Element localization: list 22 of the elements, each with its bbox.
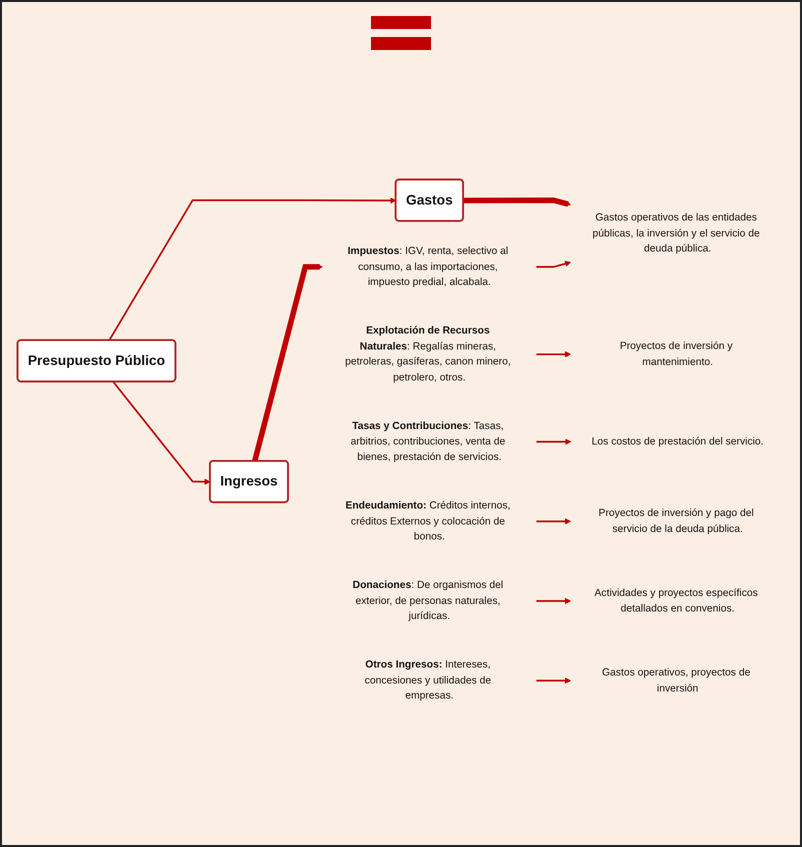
arrow [536,260,571,268]
node-text: Proyectos de inversión y pago del servicio de la deuda pública. [598,506,754,534]
node-text: Tasas y Contribuciones: Tasas, arbitrios, contribuciones, venta de bienes, prestación de servicios. [350,419,506,462]
arrow [112,380,210,484]
node-text: Proyectos de inversión y mantenimiento. [620,340,733,368]
arrow [252,264,323,462]
node-text: Explotación de Recursos Naturales: Regalías mineras, petroleras, gasíferas, canon minero, petrolero, otros. [345,324,511,383]
node-text: Gastos operativos de las entidades públicas, la inversión y el servicio de deuda pública. [592,211,760,254]
node-text: Endeudamiento: Créditos internos, créditos Externos y colocación de bonos. [345,499,510,542]
node-text: Impuestos: IGV, renta, selectivo al consumo, a las importaciones, impuesto predial, alcabala. [348,244,508,288]
arrow [536,518,571,524]
node-text: Donaciones: De organismos del exterior, de personas naturales, jurídicas. [352,578,504,622]
node-text: Gastos operativos, proyectos de inversión [602,666,750,694]
arrow [536,438,572,444]
arrow [536,350,571,357]
node-text: Otros Ingresos: Intereses, concesiones y utilidades de empresas. [364,658,492,702]
arrow [108,197,396,340]
node-text: Actividades y proyectos específicos detallados en convenios. [594,586,758,614]
arrow [536,677,571,684]
arrow [536,598,571,604]
arrow [463,197,571,206]
node-text: Los costos de prestación del servicio. [592,434,764,447]
